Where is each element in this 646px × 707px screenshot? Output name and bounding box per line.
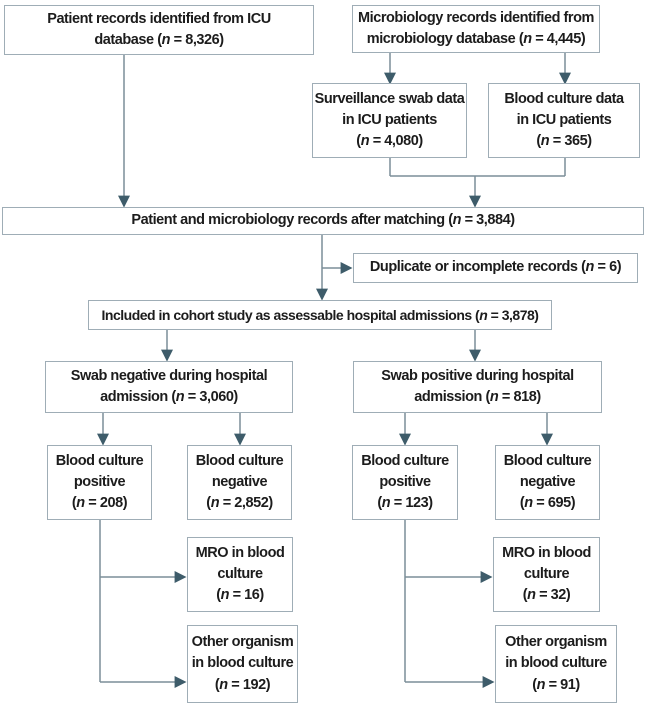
box-blood-culture-positive-left: Blood culture positive (n = 208) xyxy=(47,445,152,520)
box-patient-records: Patient records identified from ICU data… xyxy=(4,5,314,55)
box-swab-negative: Swab negative during hospital admission … xyxy=(45,361,293,413)
box-blood-culture-negative-left: Blood culture negative (n = 2,852) xyxy=(187,445,292,520)
box-mro-blood-culture-left: MRO in blood culture (n = 16) xyxy=(187,537,293,612)
box-surveillance-swab-data: Surveillance swab data in ICU patients (… xyxy=(312,83,467,158)
box-records-after-matching: Patient and microbiology records after m… xyxy=(2,207,644,235)
box-included-cohort: Included in cohort study as assessable h… xyxy=(88,300,552,330)
box-swab-positive: Swab positive during hospital admission … xyxy=(353,361,602,413)
box-blood-culture-negative-right: Blood culture negative (n = 695) xyxy=(495,445,600,520)
box-mro-blood-culture-right: MRO in blood culture (n = 32) xyxy=(493,537,600,612)
box-duplicate-records: Duplicate or incomplete records (n = 6) xyxy=(353,253,638,283)
box-microbiology-records: Microbiology records identified from mic… xyxy=(352,5,600,53)
box-other-organism-right: Other organism in blood culture (n = 91) xyxy=(495,625,617,703)
box-blood-culture-data: Blood culture data in ICU patients (n = … xyxy=(488,83,640,158)
box-other-organism-left: Other organism in blood culture (n = 192… xyxy=(187,625,298,703)
box-blood-culture-positive-right: Blood culture positive (n = 123) xyxy=(352,445,458,520)
